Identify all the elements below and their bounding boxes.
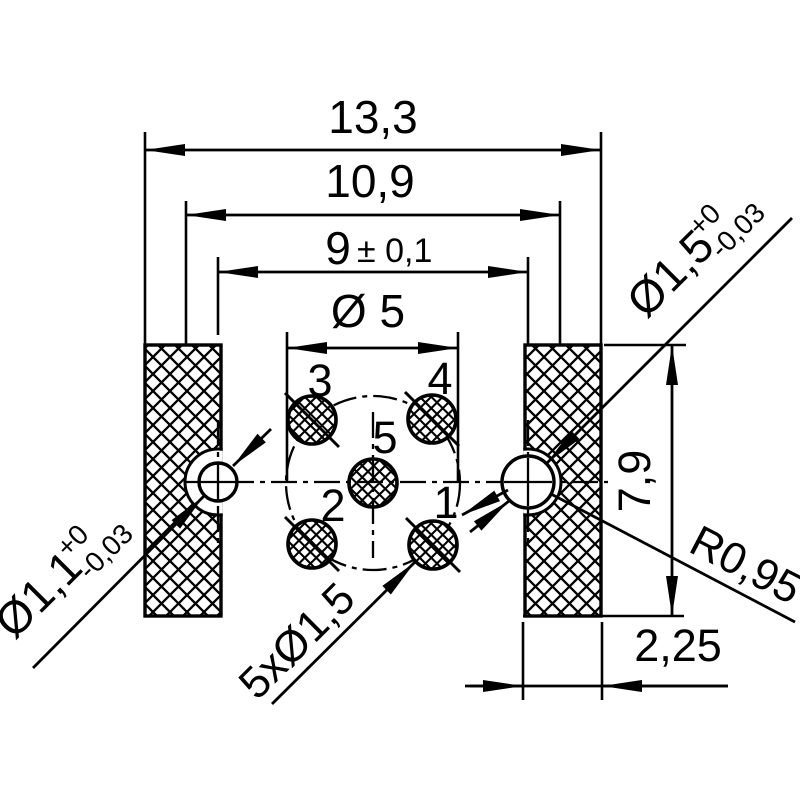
dim-text-block-width: 2,25 <box>634 620 722 671</box>
dim-text-overall-width: 13,3 <box>328 91 418 143</box>
pin-4 <box>403 390 461 448</box>
dim-text-hole-pitch-tol: ± 0,1 <box>357 232 432 270</box>
dim-text-block-height: 7,9 <box>609 450 660 513</box>
leader-right-hole-dia <box>546 217 793 464</box>
dim-text-body-width: 10,9 <box>325 155 415 207</box>
left-hole <box>197 461 239 503</box>
pin-label-2: 2 <box>320 480 345 531</box>
pin-3 <box>283 391 341 449</box>
pin-label-3: 3 <box>307 355 332 406</box>
dimension-lines <box>145 144 728 692</box>
pin-label-1: 1 <box>433 477 458 528</box>
pin-label-5: 5 <box>372 412 397 463</box>
dim-text-pin-circle-dia: Ø 5 <box>331 285 405 337</box>
pin-label-4: 4 <box>427 353 452 404</box>
leader-lines <box>32 217 796 705</box>
leader-left-hole-dia <box>32 495 205 669</box>
leader-left-hole-2 <box>232 427 272 468</box>
right-hole <box>500 454 556 510</box>
leader-cutout-radius <box>550 492 796 624</box>
pin-1 <box>404 516 462 574</box>
pin-2 <box>283 515 341 573</box>
dim-text-hole-pitch: 9 <box>325 222 351 274</box>
leader-pin-holes-2 <box>469 499 510 534</box>
leader-pin-holes <box>271 561 416 705</box>
